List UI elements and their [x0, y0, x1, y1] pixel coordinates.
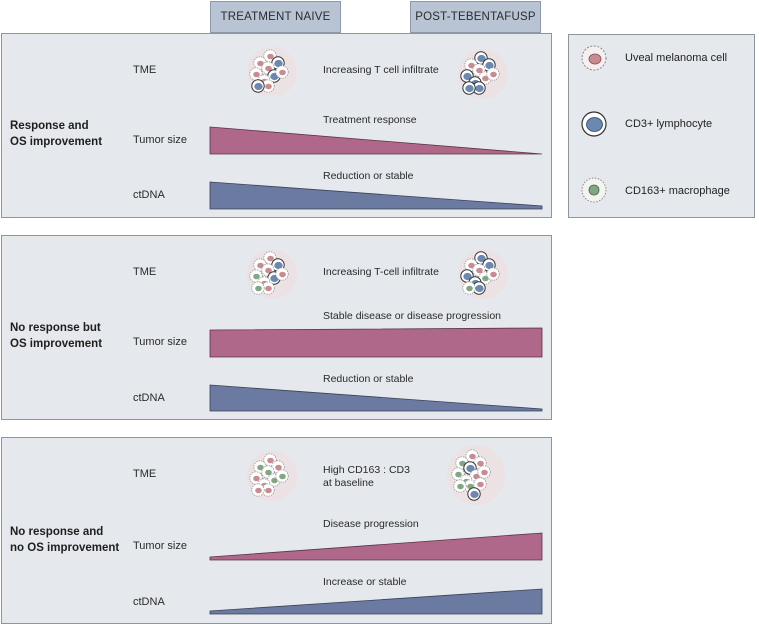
panel-2-tme-label: TME: [133, 266, 157, 278]
panel-1-tme-cluster-naive-svg: [247, 47, 297, 97]
cd163-macrophage-icon: [275, 469, 289, 483]
header-treatment-naive: TREATMENT NAIVE: [210, 1, 341, 33]
melanoma-cell-icon: [477, 465, 491, 479]
panel-1-ctdna-label: ctDNA: [133, 189, 165, 201]
melanoma-cell-icon: [275, 267, 289, 281]
panel-1-tme-annotation: Increasing T cell infiltrate: [323, 64, 439, 76]
melanoma-cell-icon: [486, 267, 500, 281]
panel-3-tumor-bar: [209, 532, 543, 561]
cd3-lymphocyte-icon: [472, 81, 486, 95]
panel-2-ctdna-annotation: Reduction or stable: [323, 373, 414, 385]
panel-1-ctdna-annotation: Reduction or stable: [323, 170, 414, 182]
cd163-macrophage-icon: [462, 281, 476, 295]
panel-3-tme-cluster-naive-svg: [247, 451, 297, 501]
cd3-lymphocyte-icon: [251, 79, 265, 93]
panel-1-title: Response and OS improvement: [10, 118, 102, 150]
melanoma-cell-icon: [472, 263, 486, 277]
panel-2-tme-annotation: Increasing T-cell infiltrate: [323, 266, 439, 278]
panel-2-tme-cluster-post-svg: [458, 249, 508, 299]
panel-2-title: No response but OS improvement: [10, 320, 102, 352]
cd3-lymphocyte-icon: [472, 281, 486, 295]
panel-3-title: No response and no OS improvement: [10, 524, 119, 556]
panel-1-title-line1: Response and: [10, 120, 89, 132]
panel-2-title-line1: No response but: [10, 322, 101, 334]
cd3-lymphocyte-icon: [581, 111, 607, 137]
panel-2-tumor-bar: [209, 327, 543, 358]
melanoma-cell-icon: [251, 483, 265, 497]
panel-3-ctdna-label: ctDNA: [133, 596, 165, 608]
header-treatment-naive-label: TREATMENT NAIVE: [220, 11, 331, 23]
melanoma-cell-icon: [275, 65, 289, 79]
cd163-macrophage-icon: [581, 177, 607, 203]
legend-item-cd163-macrophage: CD163+ macrophage: [625, 185, 730, 197]
panel-2-title-line2: OS improvement: [10, 338, 103, 350]
cd3-lymphocyte-icon: [467, 487, 481, 501]
panel-3-tme-annotation-line1: High CD163 : CD3: [323, 464, 410, 476]
panel-3-tme-label: TME: [133, 468, 157, 480]
header-post-tebentafusp: POST-TEBENTAFUSP: [410, 1, 541, 33]
panel-2-tme-cluster-naive-svg: [247, 249, 297, 299]
panel-1-tumor-label: Tumor size: [133, 134, 187, 146]
panel-1-tme-label: TME: [133, 64, 157, 76]
panel-2-tumor-label: Tumor size: [133, 336, 187, 348]
panel-response-os-improvement: Response and OS improvement TME Tumor si…: [1, 33, 552, 218]
panel-1-tumor-annotation: Treatment response: [323, 114, 417, 126]
legend-item-cd3-lymphocyte: CD3+ lymphocyte: [625, 118, 713, 130]
panel-3-tumor-annotation: Disease progression: [323, 518, 419, 530]
cd163-macrophage-icon: [453, 479, 467, 493]
uveal-melanoma-cell-icon: [581, 45, 607, 71]
legend-item-uveal-melanoma: Uveal melanoma cell: [625, 52, 728, 64]
panel-3-ctdna-bar: [209, 588, 543, 615]
panel-3-ctdna-annotation: Increase or stable: [323, 576, 407, 588]
header-post-tebentafusp-label: POST-TEBENTAFUSP: [415, 11, 536, 23]
panel-3-tme-annotation: High CD163 : CD3 at baseline: [323, 464, 410, 490]
panel-1-tme-cluster-post-svg: [458, 49, 508, 99]
cd163-macrophage-icon: [251, 281, 265, 295]
cd163-macrophage-icon: [261, 465, 275, 479]
legend: Uveal melanoma cell CD3+ lymphocyte CD16…: [568, 34, 755, 218]
panel-3-tumor-label: Tumor size: [133, 540, 187, 552]
panel-1-ctdna-bar: [209, 181, 543, 210]
panel-1-tumor-bar: [209, 126, 543, 155]
melanoma-cell-icon: [486, 67, 500, 81]
melanoma-cell-icon: [473, 477, 487, 491]
cd3-lymphocyte-icon: [462, 81, 476, 95]
panel-2-tumor-annotation: Stable disease or disease progression: [323, 310, 502, 322]
panel-3-title-line2: no OS improvement: [10, 542, 120, 554]
panel-1-title-line2: OS improvement: [10, 136, 103, 148]
cd3-lymphocyte-icon: [463, 461, 477, 475]
panel-no-response-os-improvement: No response but OS improvement TME Tumor…: [1, 235, 552, 420]
panel-2-ctdna-bar: [209, 384, 543, 412]
panel-3-tme-cluster-post-svg: [447, 445, 505, 505]
panel-2-ctdna-label: ctDNA: [133, 392, 165, 404]
panel-3-tme-annotation-line2: at baseline: [323, 477, 374, 489]
panel-3-title-line1: No response and: [10, 526, 104, 538]
panel-no-response-no-os-improvement: No response and no OS improvement TME Tu…: [1, 437, 552, 624]
